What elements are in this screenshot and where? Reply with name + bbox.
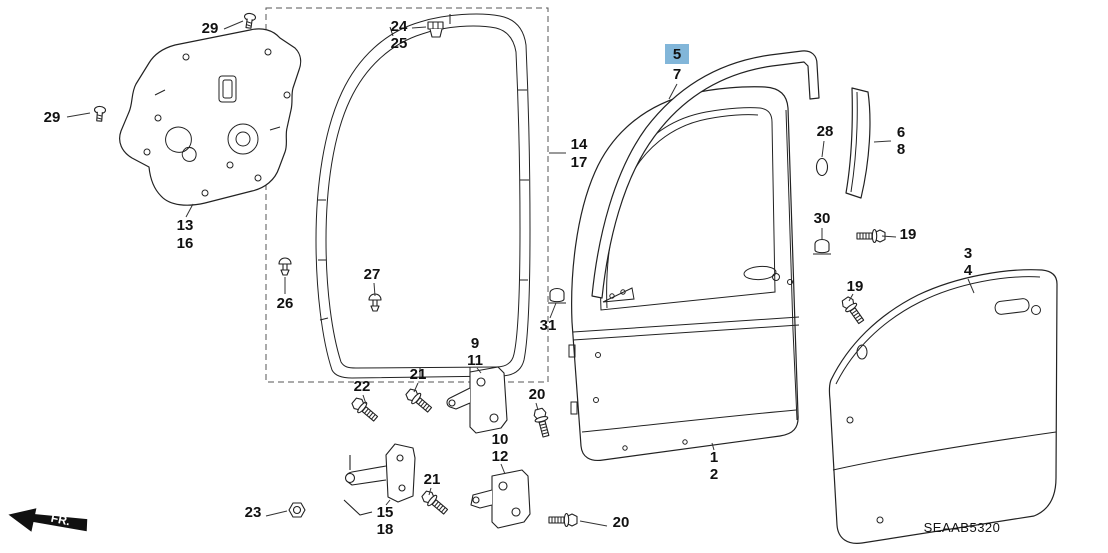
callout-19-a[interactable]: 19 xyxy=(900,226,917,243)
callout-18[interactable]: 18 xyxy=(377,521,394,538)
callout-30[interactable]: 30 xyxy=(814,210,831,227)
callout-23[interactable]: 23 xyxy=(245,504,262,521)
callout-29-a[interactable]: 29 xyxy=(202,20,219,37)
callout-31[interactable]: 31 xyxy=(540,317,557,334)
callout-11[interactable]: 11 xyxy=(467,352,483,369)
highlight-5 xyxy=(665,44,689,64)
outer-panel-3-4 xyxy=(828,269,1058,544)
callout-labels: 29 29 13 16 26 24 25 14 17 27 22 21 9 11… xyxy=(44,18,973,538)
callout-9[interactable]: 9 xyxy=(471,335,479,352)
callout-10[interactable]: 10 xyxy=(492,431,509,448)
callout-29-b[interactable]: 29 xyxy=(44,109,61,126)
callout-2[interactable]: 2 xyxy=(710,466,718,483)
callout-4[interactable]: 4 xyxy=(964,262,973,279)
bolt-20-b xyxy=(548,512,578,528)
callout-25[interactable]: 25 xyxy=(391,35,408,52)
callout-6[interactable]: 6 xyxy=(897,124,905,141)
fr-direction-arrow: FR. xyxy=(8,508,88,532)
check-strap-15-18 xyxy=(343,443,416,516)
callout-1[interactable]: 1 xyxy=(710,449,718,466)
mirror-hole xyxy=(856,344,868,360)
bolt-21-b xyxy=(419,488,451,518)
callout-27[interactable]: 27 xyxy=(364,266,381,283)
bolt-19-a xyxy=(856,228,886,244)
callout-21-b[interactable]: 21 xyxy=(424,471,441,488)
callout-26[interactable]: 26 xyxy=(277,295,294,312)
clip-24-25 xyxy=(427,21,444,38)
callout-5-selected[interactable]: 5 xyxy=(673,46,681,63)
callout-12[interactable]: 12 xyxy=(492,448,509,465)
door-crease-line xyxy=(581,409,797,433)
callout-22[interactable]: 22 xyxy=(354,378,371,395)
weatherstrip-ticks xyxy=(318,14,529,377)
sash-garnish-6-8 xyxy=(845,87,871,199)
clip-28 xyxy=(815,157,829,177)
screw-29-b xyxy=(93,105,107,122)
clip-26 xyxy=(278,257,292,276)
callout-8[interactable]: 8 xyxy=(897,141,905,158)
callout-20-b[interactable]: 20 xyxy=(613,514,630,531)
door-molding-5-7 xyxy=(591,50,820,299)
callout-13[interactable]: 13 xyxy=(177,217,194,234)
callout-15[interactable]: 15 xyxy=(377,504,394,521)
inner-panel-13-16 xyxy=(119,28,302,206)
speaker-hole xyxy=(227,123,259,155)
callout-16[interactable]: 16 xyxy=(177,235,194,252)
callout-20-a[interactable]: 20 xyxy=(529,386,546,403)
callout-14[interactable]: 14 xyxy=(571,136,588,153)
callout-28[interactable]: 28 xyxy=(817,123,834,140)
clip-27 xyxy=(368,293,382,312)
outer-crease-line xyxy=(832,431,1057,471)
mirror-mount xyxy=(602,287,635,303)
diagram-code: SEAAB5320 xyxy=(924,520,1001,535)
door-hinge-10-12 xyxy=(470,469,531,529)
screw-29-a xyxy=(242,12,257,30)
bolt-19-b xyxy=(839,294,868,327)
grommet-30 xyxy=(812,238,832,255)
callout-24[interactable]: 24 xyxy=(391,18,408,35)
door-check-9-11 xyxy=(446,366,508,434)
outer-handle-cutout xyxy=(994,298,1041,315)
fr-label: FR. xyxy=(50,511,72,529)
bolt-20-a xyxy=(531,406,553,439)
weatherstrip-14-17 xyxy=(265,7,549,383)
leader-lines xyxy=(66,20,975,527)
nut-23 xyxy=(288,502,306,518)
bolt-21-a xyxy=(403,386,435,416)
grommet-31 xyxy=(547,287,567,304)
door-handle-cutout xyxy=(743,265,793,285)
hinge-tab-upper xyxy=(568,344,576,358)
hinge-tab-lower xyxy=(570,401,578,415)
callout-7[interactable]: 7 xyxy=(673,66,681,83)
callout-21-a[interactable]: 21 xyxy=(410,366,427,383)
callout-19-b[interactable]: 19 xyxy=(847,278,864,295)
callout-3[interactable]: 3 xyxy=(964,245,972,262)
callout-17[interactable]: 17 xyxy=(571,154,588,171)
